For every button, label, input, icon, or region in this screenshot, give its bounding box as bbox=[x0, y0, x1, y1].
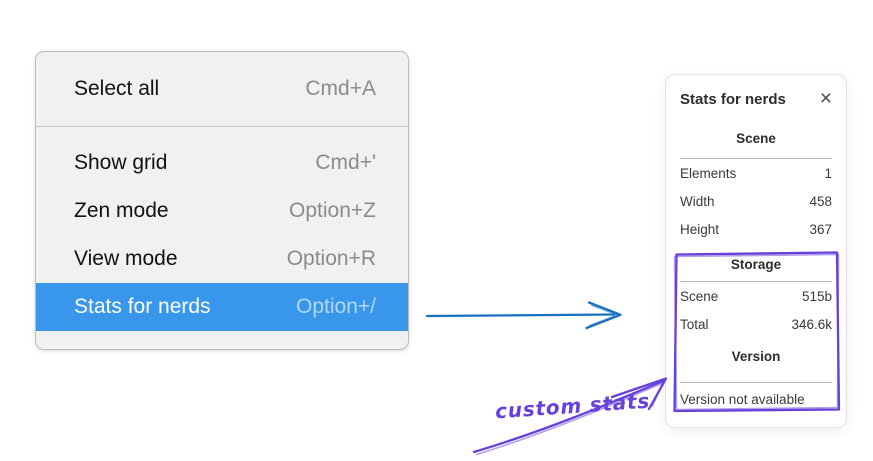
section-header-storage: Storage bbox=[730, 257, 782, 272]
menu-item-label: View mode bbox=[74, 247, 178, 270]
stat-label: Height bbox=[680, 221, 720, 237]
flow-arrow-icon bbox=[425, 301, 622, 330]
close-button[interactable]: × bbox=[819, 87, 832, 110]
stat-row-elements: Elements 1 bbox=[680, 159, 832, 187]
menu-item-view-mode[interactable]: View mode Option+R bbox=[36, 235, 408, 283]
section-header-scene: Scene bbox=[736, 131, 776, 146]
menu-item-stats-for-nerds[interactable]: Stats for nerds Option+/ bbox=[36, 283, 408, 331]
menu-item-shortcut: Option+Z bbox=[289, 199, 376, 222]
menu-item-show-grid[interactable]: Show grid Cmd+' bbox=[36, 139, 408, 187]
stat-row-scene-storage: Scene 515b bbox=[680, 282, 832, 310]
menu-item-select-all[interactable]: Select all Cmd+A bbox=[36, 65, 408, 113]
menu-item-shortcut: Option+R bbox=[286, 247, 376, 270]
close-icon: × bbox=[819, 87, 832, 110]
menu-item-label: Stats for nerds bbox=[74, 295, 211, 318]
context-menu: Select all Cmd+A Show grid Cmd+' Zen mod… bbox=[35, 51, 409, 350]
section-header-version: Version bbox=[731, 349, 781, 364]
section-divider bbox=[680, 158, 832, 159]
stat-row-height: Height 367 bbox=[680, 215, 832, 243]
menu-divider bbox=[36, 126, 408, 127]
menu-item-shortcut: Cmd+A bbox=[305, 77, 376, 100]
version-note: Version not available bbox=[680, 391, 805, 407]
menu-item-label: Show grid bbox=[74, 151, 168, 174]
menu-item-label: Select all bbox=[74, 77, 160, 100]
stats-panel: Stats for nerds × Scene Elements 1 Width… bbox=[665, 74, 847, 428]
stat-row-width: Width 458 bbox=[680, 187, 832, 215]
stat-value: 458 bbox=[809, 193, 832, 209]
menu-item-shortcut: Option+/ bbox=[296, 295, 376, 318]
stat-label: Width bbox=[680, 193, 715, 209]
stat-label: Scene bbox=[680, 288, 719, 304]
stat-value: 346.6k bbox=[791, 316, 832, 332]
stat-label: Total bbox=[680, 316, 709, 332]
stat-label: Elements bbox=[680, 165, 737, 181]
stats-panel-header: Stats for nerds × bbox=[680, 75, 832, 110]
menu-item-label: Zen mode bbox=[74, 199, 169, 222]
stat-value: 515b bbox=[801, 288, 832, 304]
menu-item-shortcut: Cmd+' bbox=[315, 151, 376, 174]
stat-value: 1 bbox=[824, 165, 832, 181]
stat-value: 367 bbox=[809, 221, 832, 237]
stats-panel-title: Stats for nerds bbox=[680, 90, 786, 108]
menu-item-zen-mode[interactable]: Zen mode Option+Z bbox=[36, 187, 408, 235]
menu-section-top: Select all Cmd+A bbox=[36, 52, 408, 126]
stat-row-total-storage: Total 346.6k bbox=[680, 310, 832, 338]
menu-section-bottom: Show grid Cmd+' Zen mode Option+Z View m… bbox=[36, 127, 408, 349]
annotation-label: custom stats bbox=[494, 388, 651, 424]
